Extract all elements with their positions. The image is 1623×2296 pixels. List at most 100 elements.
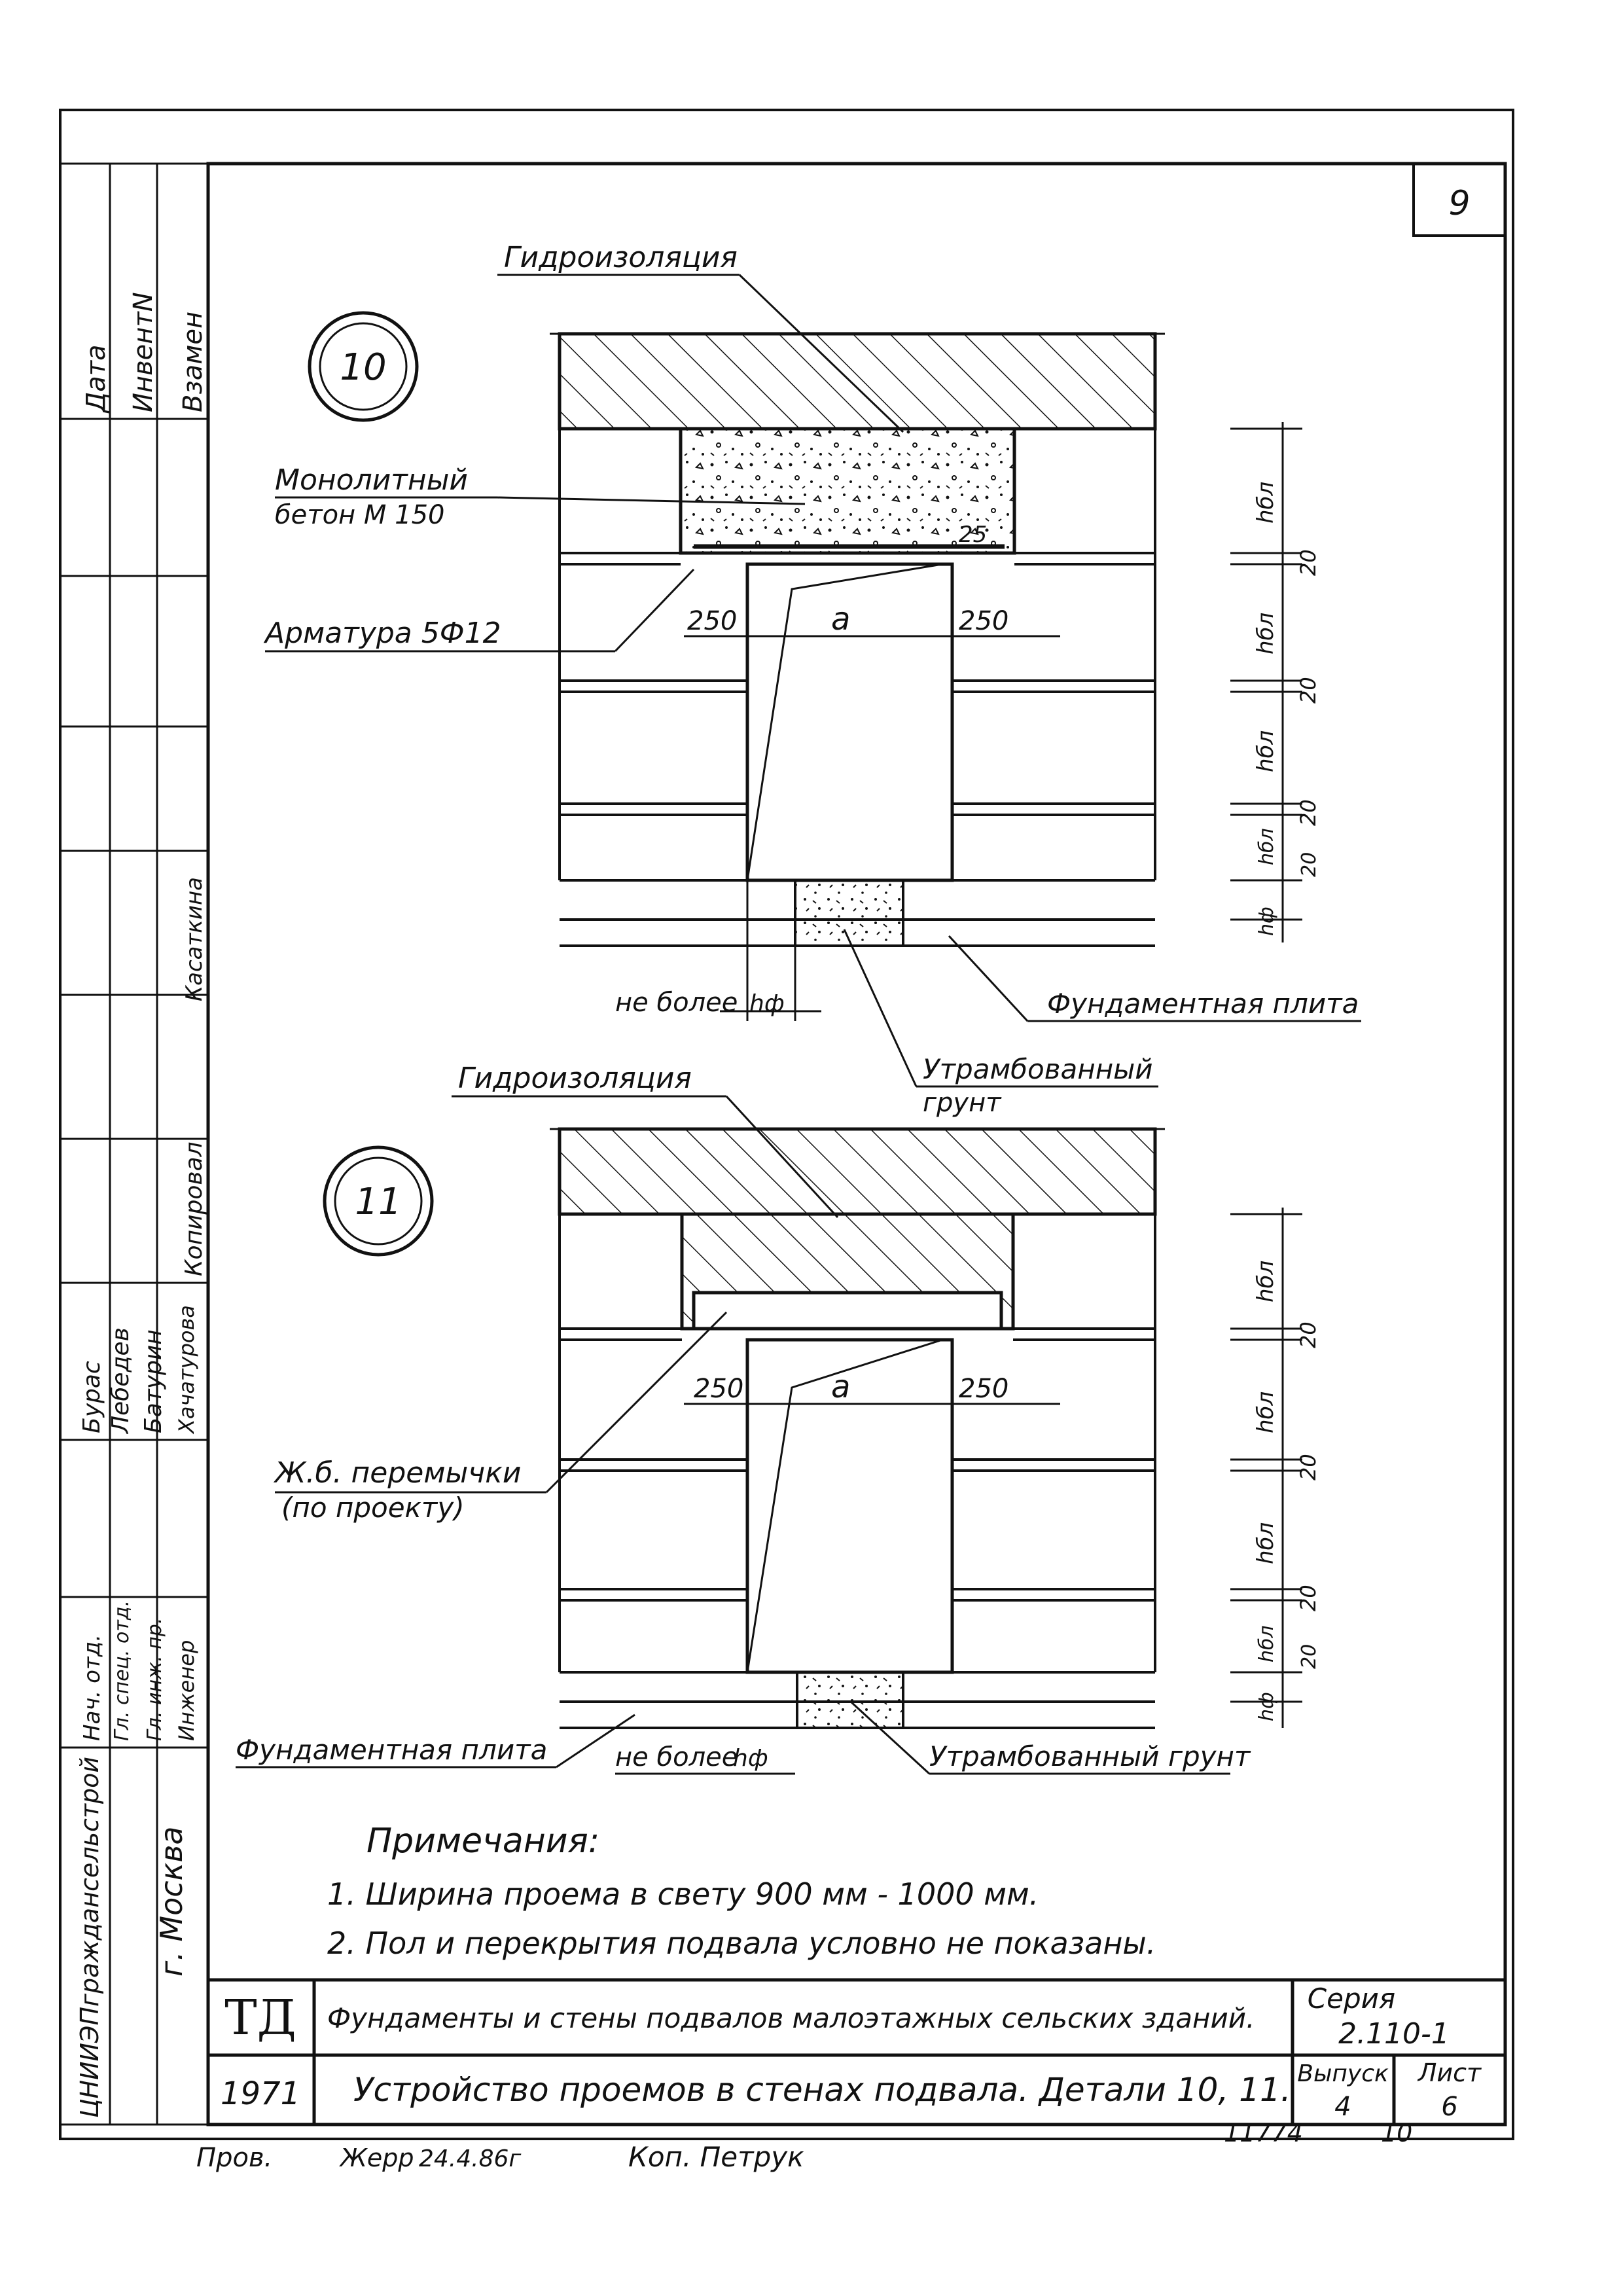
- detail-10-h-bl-1: hбл: [1253, 482, 1279, 524]
- series-label: Серия: [1308, 1982, 1395, 2015]
- detail-11-marker-inner: [334, 1157, 423, 1246]
- detail-10-20-4: 20: [1298, 852, 1321, 877]
- stamp-name-baturin: Батурин: [140, 1329, 167, 1433]
- detail-10-concrete-lintel: [679, 427, 1016, 555]
- detail-11-marker-outer: [323, 1145, 434, 1257]
- detail-10-not-more: не более: [615, 988, 738, 1018]
- detail-11-lintel-label-2: (по проекту): [281, 1492, 465, 1524]
- detail-11-dim-right: 250: [959, 1374, 1008, 1404]
- stamp-role-chief-spec: Гл. спец. отд.: [111, 1600, 134, 1741]
- series-value: 2.110-1: [1338, 2017, 1450, 2051]
- sheet-number: 9: [1448, 184, 1470, 223]
- stamp-replaces-label: Взамен: [178, 312, 208, 412]
- detail-11-floor-slab: [558, 1127, 1157, 1216]
- detail-11-hydro-label: Гидроизоляция: [458, 1062, 692, 1095]
- detail-11-foundation-label: Фундаментная плита: [236, 1734, 547, 1766]
- footer-checked: Пров.: [196, 2143, 272, 2173]
- detail-10-20-2: 20: [1296, 677, 1321, 704]
- detail-11: 11 250 а 250: [236, 1062, 1321, 1775]
- detail-11-opening: [745, 1338, 954, 1674]
- detail-10-concrete-label-2: бетон М 150: [275, 500, 445, 530]
- detail-11-dim-a: а: [831, 1369, 850, 1405]
- detail-10-h-f: hф: [1255, 906, 1278, 936]
- detail-10-dim-right: 250: [959, 606, 1008, 636]
- footer-doc-page: 10: [1381, 2119, 1412, 2147]
- detail-11-soil-label: Утрамбованный грунт: [929, 1740, 1251, 1772]
- detail-11-vertical-dims: [1230, 1208, 1302, 1728]
- detail-11-20-2: 20: [1296, 1454, 1321, 1480]
- issue-label: Выпуск: [1297, 2060, 1389, 2087]
- footer-signature: Жерр: [339, 2144, 414, 2172]
- detail-11-h-f: hф: [1255, 1692, 1278, 1721]
- detail-10-compacted-soil: [794, 879, 904, 947]
- detail-10-opening: [745, 562, 954, 882]
- detail-11-marker-label: 11: [355, 1181, 401, 1223]
- sheet-number-box: 9: [1412, 162, 1507, 237]
- stamp-kopiroval: Копировал: [181, 1141, 207, 1276]
- footer-copy: Коп. Петрук: [628, 2141, 804, 2173]
- detail-11-compacted-soil: [796, 1671, 904, 1729]
- detail-10-dimensions: [684, 628, 1060, 1021]
- detail-11-20-4: 20: [1298, 1644, 1321, 1669]
- detail-10-foundation-label: Фундаментная плита: [1047, 988, 1359, 1020]
- detail-10-dim-a: а: [831, 601, 850, 637]
- detail-11-20-3: 20: [1296, 1585, 1321, 1611]
- detail-11-lintel-label-1: Ж.б. перемычки: [273, 1456, 521, 1490]
- title-block: [208, 1978, 1505, 2125]
- stamp-role-head: Нач. отд.: [79, 1634, 105, 1741]
- note-1: 1. Ширина проема в свету 900 мм - 1000 м…: [327, 1876, 1039, 1912]
- stamp-organization: ЦНИИЭПграждансельстрой: [75, 1757, 104, 2118]
- stamp-role-engineer: Инженер: [174, 1640, 199, 1741]
- stamp-inventory-label: ИнвентN: [128, 292, 158, 412]
- notes-title: Примечания:: [366, 1821, 599, 1861]
- detail-10-rebar-label: Арматура 5Ф12: [263, 617, 501, 650]
- sheet-label: Лист: [1417, 2058, 1482, 2087]
- footer-date: 24.4.86г: [419, 2145, 522, 2172]
- detail-11-h-bl-1: hбл: [1253, 1261, 1279, 1302]
- detail-11-hf: hф: [733, 1745, 768, 1772]
- sheet-value: 6: [1441, 2092, 1457, 2122]
- detail-10-floor-slab: [558, 332, 1157, 431]
- detail-11-20-1: 20: [1296, 1321, 1321, 1348]
- detail-10: 10: [263, 241, 1361, 1118]
- detail-10-leaders: [265, 274, 1361, 1088]
- detail-11-h-bl-4: hбл: [1255, 1625, 1278, 1662]
- detail-10-marker-inner: [319, 322, 408, 411]
- stamp-name-khachaturova: Хачатурова: [174, 1305, 199, 1435]
- detail-10-marker-label: 10: [340, 346, 386, 389]
- detail-10-soil-label-2: грунт: [923, 1088, 1002, 1118]
- detail-11-leaders: [236, 1095, 1230, 1775]
- detail-10-soil-label-1: Утрамбованный: [923, 1053, 1153, 1085]
- detail-10-20-3: 20: [1296, 799, 1321, 826]
- detail-10-h-bl-4: hбл: [1255, 828, 1278, 865]
- detail-11-dim-left: 250: [694, 1374, 743, 1404]
- title-year: 1971: [221, 2075, 300, 2112]
- detail-10-vertical-dims: [1230, 422, 1302, 942]
- footer: Пров. Жерр 24.4.86г Коп. Петрук 11774 10: [196, 2119, 1412, 2173]
- detail-11-dimensions: [684, 1394, 1060, 1414]
- detail-10-dim-left: 250: [687, 606, 737, 636]
- stamp-city: г. Москва: [154, 1826, 189, 1977]
- detail-10-h-bl-3: hбл: [1253, 730, 1279, 772]
- stamp-role-chief-eng: Гл. инж. пр.: [143, 1618, 166, 1741]
- stamp-date-label: Дата: [81, 344, 111, 414]
- detail-11-rc-lintel: [692, 1291, 1003, 1331]
- side-stamp: [59, 162, 209, 2126]
- detail-11-h-bl-3: hбл: [1253, 1522, 1279, 1564]
- stamp-kachatkina: Касаткина: [181, 877, 207, 1001]
- issue-value: 4: [1334, 2092, 1351, 2122]
- detail-10-hydro-label: Гидроизоляция: [504, 241, 738, 274]
- footer-doc-number: 11774: [1224, 2119, 1303, 2147]
- detail-10-marker-outer: [308, 311, 419, 422]
- detail-11-h-bl-2: hбл: [1253, 1391, 1279, 1433]
- detail-10-concrete-label-1: Монолитный: [275, 463, 468, 497]
- detail-10-h-bl-2: hбл: [1253, 613, 1279, 655]
- td-logo: ТД: [224, 1990, 296, 2046]
- notes: Примечания: 1. Ширина проема в свету 900…: [327, 1821, 1156, 1961]
- detail-10-20-1: 20: [1296, 549, 1321, 576]
- detail-10-hf: hф: [749, 990, 785, 1017]
- title-sub: Устройство проемов в стенах подвала. Дет…: [353, 2071, 1291, 2109]
- note-2: 2. Пол и перекрытия подвала условно не п…: [327, 1926, 1156, 1961]
- stamp-name-buras: Бурас: [79, 1361, 105, 1433]
- title-block-text: ТД 1971 Фундаменты и стены подвалов мало…: [221, 1982, 1482, 2122]
